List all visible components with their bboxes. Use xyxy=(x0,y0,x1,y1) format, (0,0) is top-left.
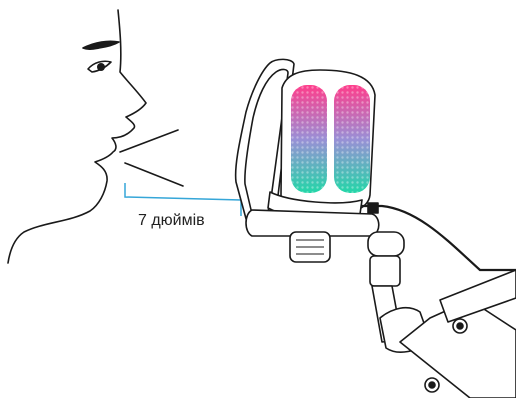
boom-arm xyxy=(368,232,516,398)
distance-label: 7 дюймів xyxy=(138,212,205,230)
